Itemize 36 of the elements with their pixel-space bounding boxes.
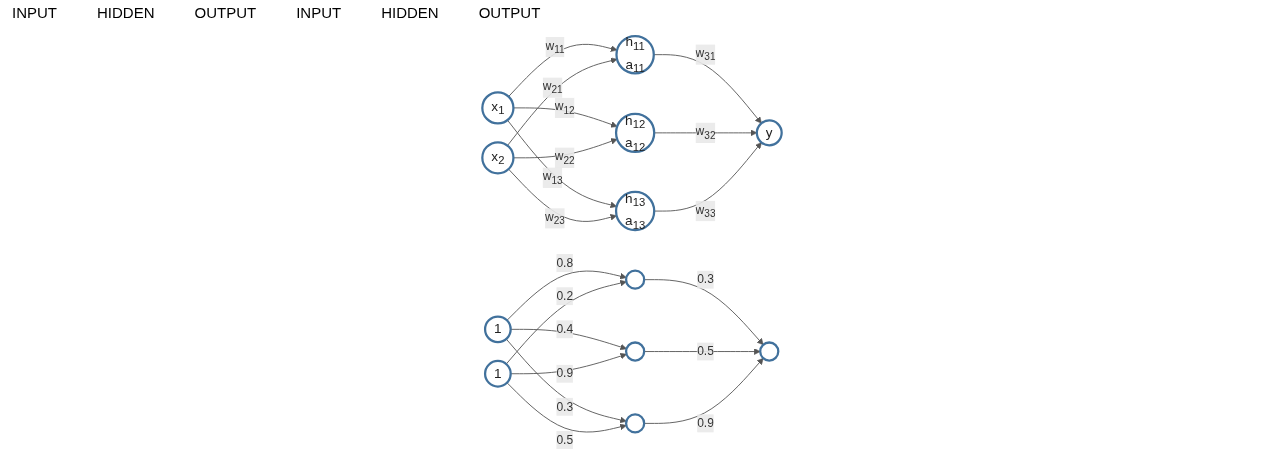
edge-label: w$_{33}$ — [695, 203, 716, 220]
edge-label: w$_{32}$ — [695, 124, 716, 141]
edge-label: 0.8 — [556, 256, 574, 270]
edge-label: w$_{11}$ — [545, 39, 565, 56]
node-circle — [625, 341, 646, 362]
edge-label: w$_{23}$ — [545, 210, 565, 227]
column-heading: OUTPUT — [194, 4, 257, 21]
node-circle — [625, 413, 646, 434]
node-circle: h$_{13}$ a$_{13}$ — [614, 190, 656, 232]
edge-label: 0.5 — [697, 344, 714, 358]
node-circle — [625, 269, 646, 290]
node-circle: h$_{12}$ a$_{12}$ — [614, 112, 656, 154]
node-circle: x$_{1}$ — [481, 91, 515, 125]
node-circle: y — [755, 119, 783, 147]
edge-label: w$_{12}$ — [554, 99, 575, 116]
edge-label: w$_{13}$ — [542, 169, 563, 186]
node-circle: x$_{2}$ — [481, 141, 515, 175]
node-circle: 1 — [483, 315, 512, 344]
edge-label: w$_{31}$ — [695, 46, 716, 63]
column-heading: HIDDEN — [381, 4, 439, 21]
node-circle — [759, 341, 780, 362]
node-circle: h$_{11}$ a$_{11}$ — [615, 34, 655, 75]
column-heading: INPUT — [12, 4, 57, 21]
edge-label: w$_{22}$ — [554, 149, 575, 166]
edge-label: w$_{21}$ — [542, 79, 563, 96]
edge-label: 0.4 — [556, 322, 574, 336]
node-circle: 1 — [483, 359, 512, 388]
edge-label: 0.9 — [697, 416, 714, 430]
edge-label: 0.9 — [556, 366, 574, 380]
edge-label: 0.3 — [556, 400, 574, 413]
column-heading: OUTPUT — [478, 4, 541, 21]
edge-label: 0.5 — [556, 433, 574, 446]
edge-label: 0.3 — [697, 272, 714, 286]
edge-label: 0.2 — [556, 289, 574, 303]
column-heading: INPUT — [296, 4, 342, 21]
column-heading: HIDDEN — [97, 4, 155, 21]
